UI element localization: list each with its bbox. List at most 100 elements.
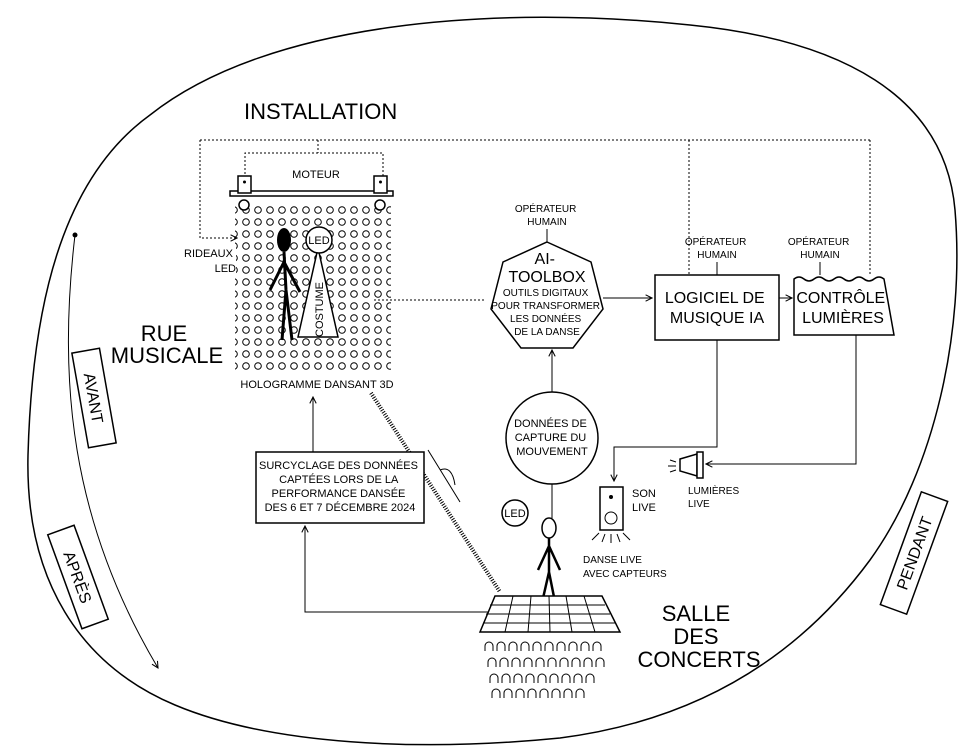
phase-avant-label: AVANT — [71, 347, 117, 449]
audience-member — [520, 641, 530, 651]
dancer-led-badge — [501, 499, 529, 527]
ai-toolbox: OPÉRATEUR HUMAIN AI- TOOLBOX OUTILS DIGI… — [490, 202, 604, 349]
costume-cone — [297, 247, 339, 338]
audience-member — [559, 657, 569, 667]
lumieres-live-label: LUMIÈRES LIVE — [688, 484, 742, 510]
motor-wheel-right — [374, 199, 386, 211]
costume-label: COSTUME — [314, 282, 326, 337]
angle-marker — [427, 449, 461, 503]
ai-toolbox-description: OUTILS DIGITAUX POUR TRANSFORMER LES DON… — [491, 288, 603, 338]
rue-musicale-label: RUE MUSICALE — [111, 321, 223, 368]
audience-member — [573, 673, 583, 683]
projector-shape — [679, 452, 698, 478]
music-software-box — [654, 274, 780, 341]
audience-member — [489, 673, 499, 683]
arrow-music-sound — [614, 340, 718, 481]
installation-title: INSTALLATION — [244, 99, 397, 124]
audience-member — [487, 657, 497, 667]
timeline-arrow — [67, 234, 158, 668]
upcycling-box — [255, 451, 425, 524]
upcycling-label: SURCYCLAGE DES DONNÉES CAPTÉES LORS DE L… — [259, 459, 421, 514]
music-software-label: LOGICIEL DE MUSIQUE IA — [665, 290, 769, 327]
light-operator-label: OPÉRATEUR HUMAIN — [788, 235, 852, 261]
audience-member — [525, 673, 535, 683]
audience-member — [583, 657, 593, 667]
audience-member — [551, 688, 561, 698]
hologram-led-badge — [305, 226, 333, 254]
audience-member — [592, 641, 602, 651]
hologram-caption: HOLOGRAMME DANSANT 3D — [240, 379, 393, 391]
audience-member — [595, 657, 605, 667]
ai-toolbox-operator-label: OPÉRATEUR HUMAIN — [515, 202, 579, 228]
audience-member — [585, 673, 595, 683]
phase-pendant-label: PENDANT — [879, 490, 949, 616]
arrow-stage-upcycling — [305, 526, 492, 613]
music-software: OPÉRATEUR HUMAIN LOGICIEL DE MUSIQUE IA — [654, 235, 780, 341]
stage-floor — [478, 595, 622, 633]
live-dance-label: DANSE LIVE AVEC CAPTEURS — [583, 555, 667, 580]
motor-bracket-right — [373, 175, 388, 194]
motion-capture: DONNÉES DE CAPTURE DU MOUVEMENT — [505, 391, 599, 485]
hologram-installation: MOTEUR COSTUME LED RIDEAUX LED HOLOGRAMM… — [184, 152, 394, 391]
audience-member — [556, 641, 566, 651]
svg-text:LED: LED — [504, 508, 525, 520]
audience-member — [544, 641, 554, 651]
audience-member — [537, 673, 547, 683]
light-control-label: CONTRÔLE LUMIÈRES — [796, 288, 889, 327]
audience-member — [575, 688, 585, 698]
audience-member — [511, 657, 521, 667]
arrow-lights-projector — [706, 335, 857, 464]
audience-member — [499, 657, 509, 667]
live-lights: LUMIÈRES LIVE — [668, 451, 742, 510]
light-control-box — [793, 276, 895, 336]
hologram-dancer-body — [268, 251, 302, 341]
audience-member — [571, 657, 581, 667]
svg-text:LED: LED — [308, 235, 329, 247]
upcycling-box-group: SURCYCLAGE DES DONNÉES CAPTÉES LORS DE L… — [255, 451, 425, 524]
audience — [484, 641, 605, 698]
timeline-start-dot — [72, 232, 78, 238]
rideaux-led-label: RIDEAUX LED — [184, 248, 236, 275]
audience-member — [491, 688, 501, 698]
audience-member — [484, 641, 494, 651]
salle-concerts-label: SALLE DES CONCERTS — [637, 601, 760, 672]
audience-member — [501, 673, 511, 683]
light-control: OPÉRATEUR HUMAIN CONTRÔLE LUMIÈRES — [788, 235, 895, 336]
phase-apres-label: APRÈS — [46, 524, 110, 630]
audience-member — [496, 641, 506, 651]
audience-member — [503, 688, 513, 698]
audience-member — [561, 673, 571, 683]
audience-member — [508, 641, 518, 651]
live-dancer-body — [536, 538, 562, 608]
audience-member — [532, 641, 542, 651]
hologram-dancer-head — [277, 228, 291, 252]
audience-member — [527, 688, 537, 698]
moteur-label: MOTEUR — [292, 169, 340, 181]
audience-member — [563, 688, 573, 698]
live-sound: SON LIVE — [591, 486, 659, 543]
outer-boundary — [27, 16, 958, 746]
projection-beam — [369, 391, 502, 594]
motor-bar — [229, 190, 394, 197]
motor-bracket-left — [237, 175, 252, 194]
audience-member — [568, 641, 578, 651]
audience-member — [523, 657, 533, 667]
motor-wire — [244, 152, 384, 178]
audience-member — [549, 673, 559, 683]
live-dancer-head — [541, 517, 557, 539]
motor-wheel-left — [238, 199, 250, 211]
music-operator-label: OPÉRATEUR HUMAIN — [685, 235, 749, 261]
ai-toolbox-shape — [490, 241, 604, 349]
live-dancer: LED DANSE LIVE AVEC CAPTEURS — [501, 499, 667, 608]
control-line-left-drop — [199, 140, 237, 238]
audience-member — [539, 688, 549, 698]
son-live-label: SON LIVE — [632, 488, 659, 514]
audience-member — [547, 657, 557, 667]
audience-member — [513, 673, 523, 683]
audience-member — [580, 641, 590, 651]
audience-member — [535, 657, 545, 667]
motion-capture-label: DONNÉES DE CAPTURE DU MOUVEMENT — [514, 417, 590, 458]
ai-toolbox-title: AI- TOOLBOX — [508, 251, 585, 286]
